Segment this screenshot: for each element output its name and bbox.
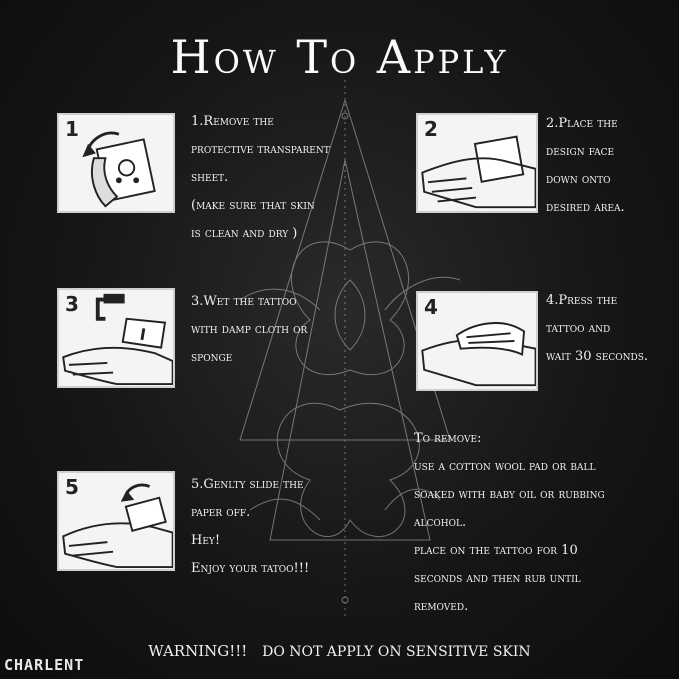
- step-5-text: 5.Genlty slide the paper off. Hey! Enjoy…: [191, 471, 309, 583]
- step-4-text: 4.Press the tattoo and wait 30 seconds.: [546, 287, 648, 371]
- step-4-line: wait 30 seconds.: [546, 349, 649, 364]
- step-5-illustration: 5: [57, 471, 175, 571]
- step-1-number: 1: [65, 117, 79, 141]
- step-5-line: 5.Genlty slide the: [191, 477, 304, 492]
- step-4-illustration: 4: [416, 291, 538, 391]
- step-3-line: sponge: [191, 350, 233, 365]
- step-5-line: Hey!: [191, 533, 221, 548]
- step-1-line: protective transparent: [191, 142, 330, 157]
- page-title: How To Apply: [170, 30, 509, 84]
- step-2-text: 2.Place the design face down onto desire…: [546, 110, 625, 222]
- step-2-line: design face: [546, 144, 615, 159]
- removal-line: place on the tattoo for 10: [414, 543, 578, 558]
- slide-paper-icon: [62, 483, 173, 569]
- step-1-line: sheet.: [191, 170, 229, 185]
- step-1-line: 1.Remove the: [191, 114, 274, 129]
- warning-label: WARNING!!!: [148, 642, 248, 660]
- step-5-line: paper off.: [191, 505, 251, 520]
- warning-text: DO NOT APPLY ON SENSITIVE SKIN: [262, 644, 531, 660]
- removal-line: use a cotton wool pad or ball: [414, 459, 596, 474]
- hand-sheet-icon: [421, 135, 536, 209]
- warning-notice: WARNING!!! DO NOT APPLY ON SENSITIVE SKI…: [0, 642, 679, 660]
- step-3-text: 3.Wet the tattoo with damp cloth or spon…: [191, 288, 307, 372]
- step-1-text: 1.Remove the protective transparent shee…: [191, 108, 330, 248]
- step-4-line: 4.Press the: [546, 293, 618, 308]
- peel-sheet-icon: [82, 131, 156, 208]
- step-4-line: tattoo and: [546, 321, 611, 336]
- step-2-line: desired area.: [546, 200, 625, 215]
- step-2-number: 2: [424, 117, 438, 141]
- step-5-line: Enjoy your tatoo!!!: [191, 561, 310, 576]
- step-1-illustration: 1: [57, 113, 175, 213]
- step-5-number: 5: [65, 475, 79, 499]
- press-hand-icon: [421, 322, 536, 387]
- faucet-hand-icon: [62, 293, 173, 386]
- removal-line: seconds and then rub until: [414, 571, 581, 586]
- step-3-line: with damp cloth or: [191, 322, 308, 337]
- removal-line: removed.: [414, 599, 469, 614]
- step-4-number: 4: [424, 295, 438, 319]
- step-3-number: 3: [65, 292, 79, 316]
- removal-line: soaked with baby oil or rubbing: [414, 487, 605, 502]
- step-3-illustration: 3: [57, 288, 175, 388]
- removal-line: alcohol.: [414, 515, 467, 530]
- step-3-line: 3.Wet the tattoo: [191, 294, 297, 309]
- step-2-illustration: 2: [416, 113, 538, 213]
- step-2-line: 2.Place the: [546, 116, 618, 131]
- flower-illustration: [239, 80, 461, 620]
- step-2-line: down onto: [546, 172, 611, 187]
- removal-heading: To remove:: [414, 431, 482, 446]
- step-1-line: (make sure that skin: [191, 198, 315, 213]
- step-1-line: is clean and dry ): [191, 226, 298, 241]
- removal-instructions: To remove: use a cotton wool pad or ball…: [414, 425, 605, 621]
- brand-logo: CHARLENT: [4, 656, 85, 674]
